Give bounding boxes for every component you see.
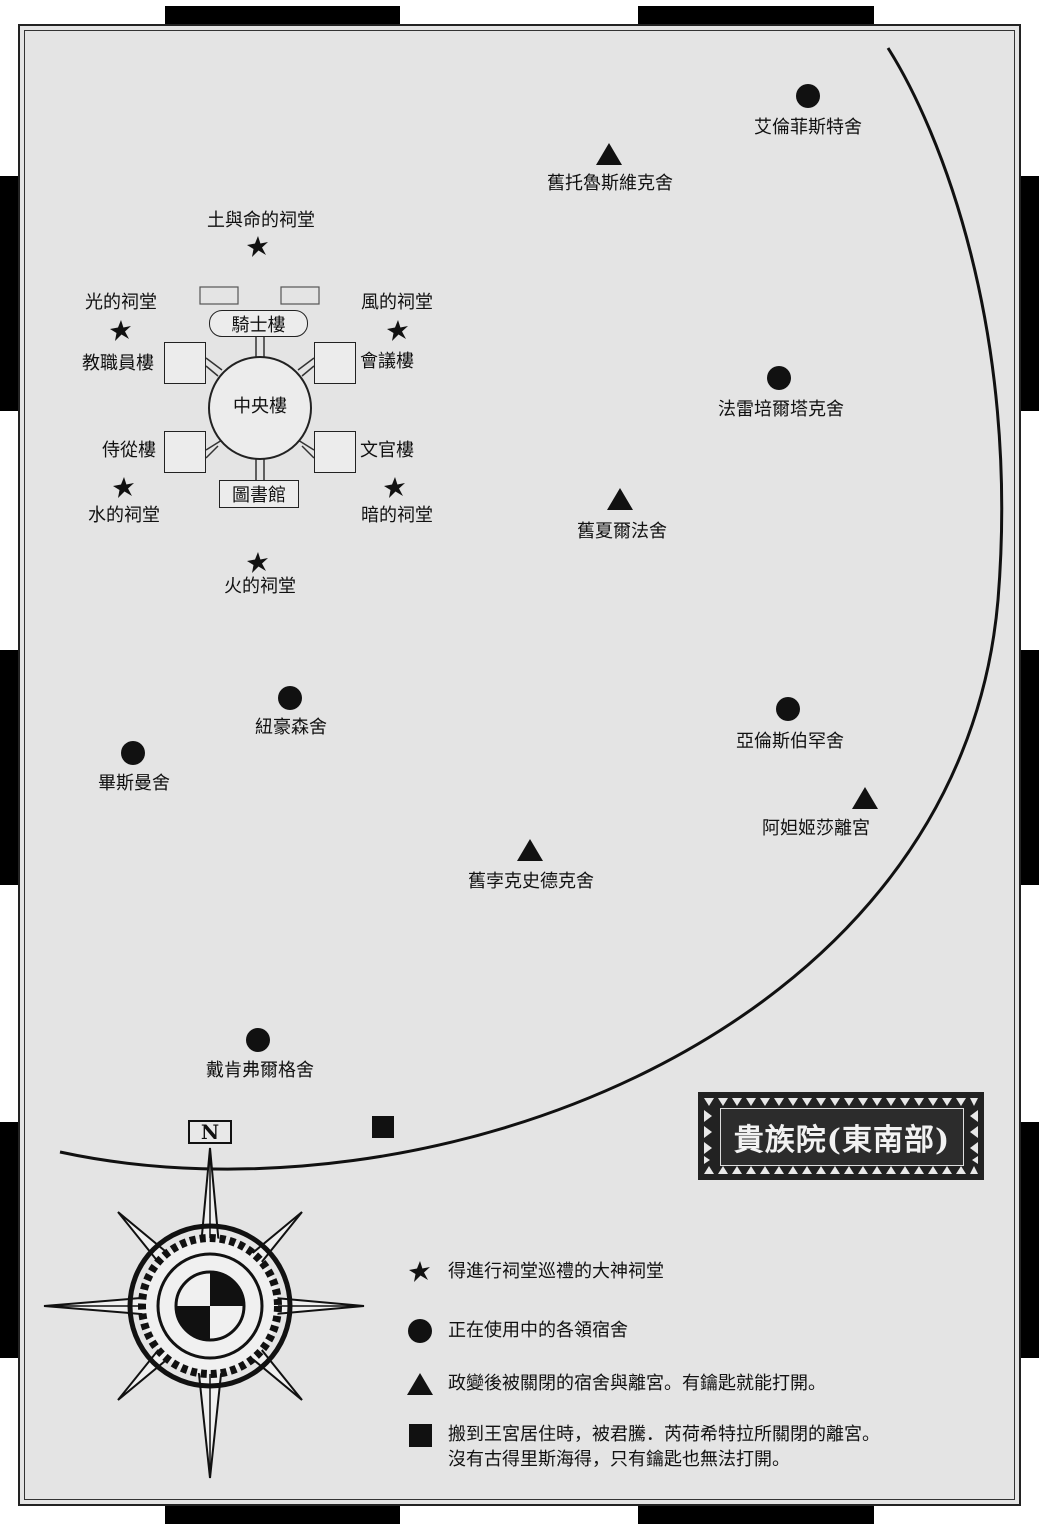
civil-building (314, 431, 356, 473)
map-inner-border (24, 30, 1015, 1500)
dorm-circle-icon (776, 697, 800, 721)
faculty-building (164, 342, 206, 384)
frame-bar (638, 6, 874, 24)
shrine-star-icon (384, 477, 405, 498)
shrine-label-light: 光的祠堂 (85, 292, 157, 313)
library-building: 圖書館 (219, 480, 299, 508)
closed-label-old-trauer: 舊托魯斯維克舍 (547, 173, 673, 194)
legend-star-icon (409, 1261, 430, 1282)
frame-bar (1021, 650, 1039, 885)
closed-triangle-icon (852, 787, 878, 809)
complex-connectors (205, 336, 315, 482)
shrine-star-icon (247, 552, 268, 573)
legend-circle-text: 正在使用中的各領宿舍 (448, 1320, 628, 1341)
shrine-star-icon (113, 477, 134, 498)
frame-bar (1021, 1122, 1039, 1358)
small-annex (280, 286, 320, 305)
central-building-shape (208, 356, 312, 460)
map-title: 貴族院(東南部) (720, 1108, 964, 1166)
shrine-label-fire: 火的祠堂 (224, 576, 296, 597)
attendant-building (164, 431, 206, 473)
closed-triangle-icon (517, 839, 543, 861)
compass-north-label: N (188, 1120, 232, 1144)
attendant-label: 侍從樓 (102, 440, 156, 461)
frame-bar (165, 1506, 400, 1524)
closed-label-old-werk: 舊孛克史德克舍 (468, 871, 594, 892)
dorm-label-neuhausen: 紐豪森舍 (255, 717, 327, 738)
compass-rose-icon (43, 1147, 365, 1479)
knight-building-label: 騎士樓 (231, 314, 286, 336)
knight-building: 騎士樓 (209, 310, 308, 337)
shrine-label-water: 水的祠堂 (88, 505, 160, 526)
frame-bar (1021, 176, 1039, 411)
dorm-label-bismann: 畢斯曼舍 (98, 773, 170, 794)
dorm-circle-icon (767, 366, 791, 390)
dorm-circle-icon (246, 1028, 270, 1052)
dorm-circle-icon (278, 686, 302, 710)
council-label: 會議樓 (360, 351, 414, 372)
library-label: 圖書館 (232, 485, 286, 506)
frame-bar (0, 1122, 18, 1358)
dorm-circle-icon (121, 741, 145, 765)
dorm-label-frenbeltag: 法雷培爾塔克舍 (718, 399, 844, 420)
central-building-label: 中央樓 (233, 396, 287, 417)
legend-triangle-icon (407, 1373, 433, 1395)
dorm-label-ehrenfest: 艾倫菲斯特舍 (754, 117, 862, 138)
closed-label-old-shel: 舊夏爾法舍 (577, 521, 667, 542)
closed-label-adalgisa: 阿妲姬莎離宮 (762, 818, 870, 839)
frame-bar (0, 650, 18, 885)
shrine-star-icon (387, 320, 408, 341)
legend-square-text-line1: 搬到王宮居住時，被君騰．芮荷希特拉所關閉的離宮。 (448, 1424, 880, 1445)
legend-square-text-line2: 沒有古得里斯海得，只有鑰匙也無法打開。 (448, 1449, 790, 1470)
shrine-label-wind: 風的祠堂 (361, 292, 433, 313)
shrine-label-earth: 土與命的祠堂 (207, 210, 315, 231)
dorm-label-ahrensbach: 亞倫斯伯罕舍 (736, 731, 844, 752)
closed-triangle-icon (607, 488, 633, 510)
dorm-circle-icon (796, 84, 820, 108)
council-building (314, 342, 356, 384)
legend-triangle-text: 政變後被關閉的宿舍與離宮。有鑰匙就能打開。 (448, 1373, 826, 1394)
shrine-label-dark: 暗的祠堂 (361, 505, 433, 526)
legend-star-text: 得進行祠堂巡禮的大神祠堂 (448, 1261, 664, 1282)
dorm-label-dakenfelger: 戴肯弗爾格舍 (206, 1060, 314, 1081)
small-annex (199, 286, 239, 305)
legend-square-icon (409, 1424, 432, 1447)
district-boundary (59, 47, 1004, 1171)
closed-triangle-icon (596, 143, 622, 165)
sealed-villa-square-icon (372, 1116, 394, 1138)
map-title-plate: 貴族院(東南部) (698, 1092, 984, 1180)
frame-bar (638, 1506, 874, 1524)
frame-bar (0, 176, 18, 411)
civil-label: 文官樓 (360, 440, 414, 461)
shrine-star-icon (247, 236, 268, 257)
shrine-star-icon (110, 320, 131, 341)
frame-bar (165, 6, 400, 24)
legend-circle-icon (408, 1319, 432, 1343)
title-plate-ornament (704, 1098, 978, 1174)
faculty-label: 教職員樓 (82, 353, 154, 374)
